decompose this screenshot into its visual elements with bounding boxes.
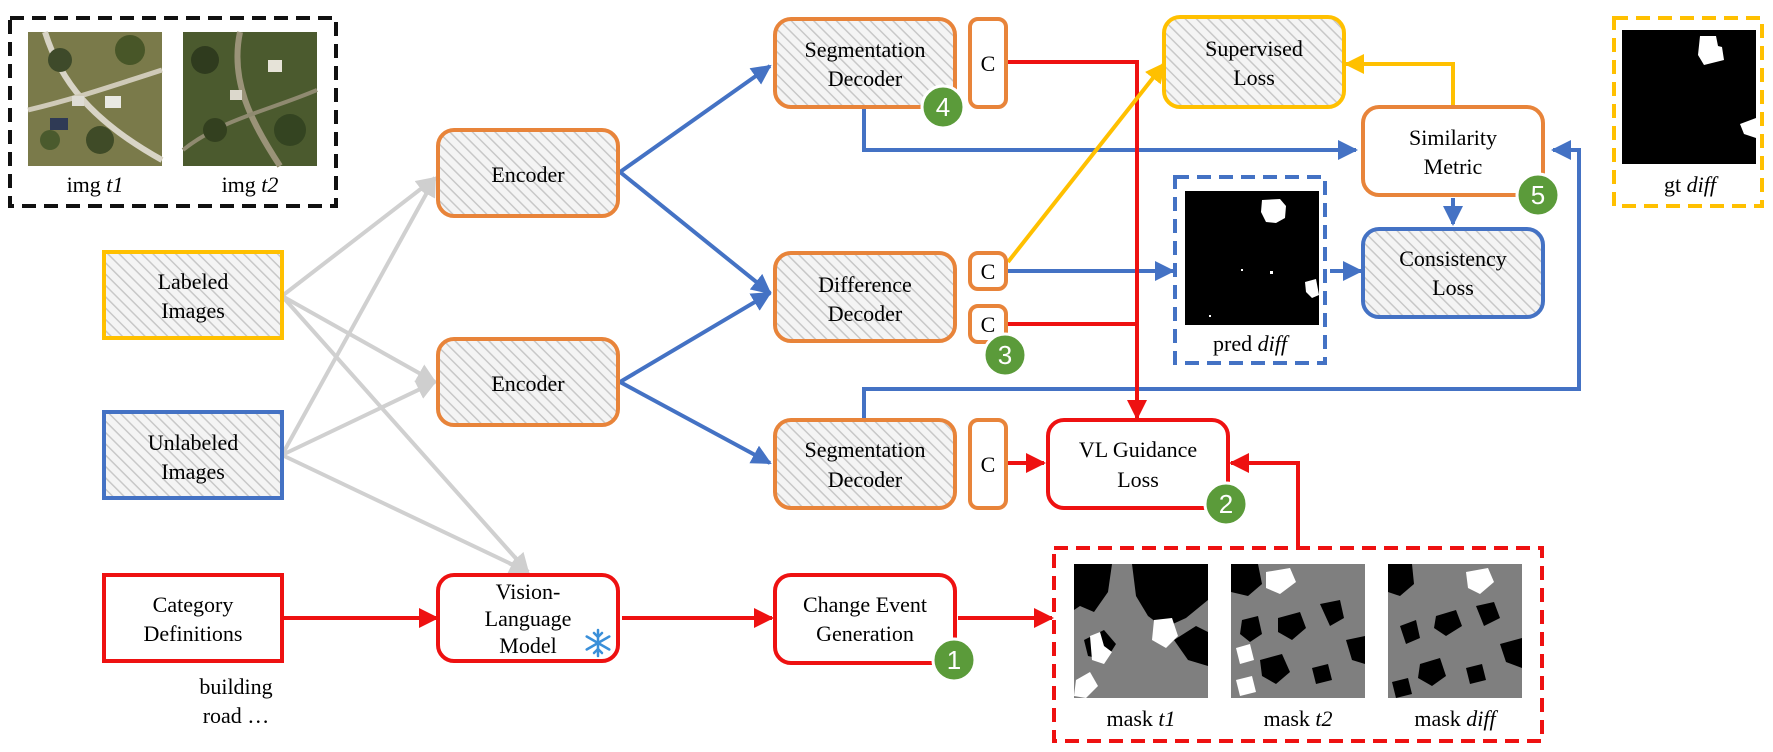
unlabeled-images-box: Unlabeled Images — [102, 410, 284, 500]
consistency-loss: Consistency Loss — [1361, 227, 1545, 319]
difference-decoder: Difference Decoder — [773, 251, 957, 343]
image-t2-label: img t2 — [222, 172, 279, 197]
supervised-loss-line1: Supervised — [1205, 36, 1303, 61]
step-badge-4-label: 4 — [936, 92, 950, 122]
mask-t2 — [1231, 564, 1365, 698]
category-example-building: building — [199, 674, 272, 699]
seg-decoder-top-line1: Segmentation — [805, 37, 926, 62]
gray-input-arrows — [280, 176, 530, 574]
vlm-line2: Language — [485, 606, 572, 631]
step-badge-1: 1 — [931, 637, 977, 683]
concat-top: C — [968, 17, 1008, 109]
category-definitions-line1: Category — [153, 592, 234, 617]
change-event-line2: Generation — [816, 621, 914, 646]
step-badge-3: 3 — [982, 332, 1028, 378]
concat-diff-lower-label: C — [981, 312, 996, 337]
gt-diff-mask — [1622, 30, 1756, 164]
vlm-line3: Model — [499, 633, 556, 658]
blue-arrows — [618, 64, 1581, 465]
vision-language-model: Vision- Language Model — [436, 573, 620, 663]
change-event-line1: Change Event — [803, 592, 927, 617]
concat-diff-upper: C — [968, 251, 1008, 291]
image-pair-panel: img t1 img t2 — [8, 16, 338, 208]
diff-decoder-line1: Difference — [818, 272, 912, 297]
mask-diff — [1388, 564, 1522, 698]
vl-guidance-loss: VL Guidance Loss — [1046, 418, 1230, 510]
consistency-loss-line2: Loss — [1432, 275, 1474, 300]
image-t1 — [27, 31, 164, 166]
concat-bottom: C — [968, 418, 1008, 510]
image-t2 — [181, 31, 318, 168]
vlm-line1: Vision- — [496, 579, 561, 604]
encoder-bottom-label: Encoder — [491, 371, 565, 396]
supervised-loss: Supervised Loss — [1162, 15, 1346, 109]
category-definitions-box: Category Definitions — [102, 573, 284, 663]
unlabeled-images-line1: Unlabeled — [148, 430, 238, 455]
encoder-bottom: Encoder — [436, 337, 620, 427]
concat-diff-upper-label: C — [981, 259, 996, 284]
step-badge-5: 5 — [1515, 172, 1561, 218]
change-masks-panel: mask t1 mask t2 mask diff — [1052, 546, 1544, 743]
similarity-metric-line2: Metric — [1424, 154, 1483, 179]
labeled-images-line1: Labeled — [158, 269, 229, 294]
step-badge-4: 4 — [920, 84, 966, 130]
pred-diff-label: pred diff — [1213, 331, 1290, 356]
unlabeled-images-line2: Images — [161, 459, 225, 484]
seg-decoder-bottom-line2: Decoder — [828, 467, 903, 492]
segmentation-decoder-top: Segmentation Decoder — [773, 17, 957, 109]
gt-diff-label: gt diff — [1664, 172, 1719, 197]
segmentation-decoder-bottom: Segmentation Decoder — [773, 418, 957, 510]
mask-t2-label: mask t2 — [1263, 706, 1332, 731]
consistency-loss-line1: Consistency — [1399, 246, 1507, 271]
image-t1-label: img t1 — [67, 172, 124, 197]
step-badge-2: 2 — [1203, 481, 1249, 527]
supervised-loss-line2: Loss — [1233, 65, 1275, 90]
concat-bottom-label: C — [981, 452, 996, 477]
mask-t1 — [1074, 564, 1208, 698]
seg-decoder-bottom-line1: Segmentation — [805, 437, 926, 462]
frozen-snowflake-icon — [585, 628, 611, 658]
step-badge-3-label: 3 — [998, 340, 1012, 370]
step-badge-5-label: 5 — [1531, 180, 1545, 210]
red-arrows — [282, 60, 1300, 628]
labeled-images-line2: Images — [161, 298, 225, 323]
gt-diff-panel: gt diff — [1612, 16, 1764, 208]
concat-top-label: C — [981, 51, 996, 76]
diff-decoder-line2: Decoder — [828, 301, 903, 326]
mask-diff-label: mask diff — [1414, 706, 1498, 731]
similarity-metric-line1: Similarity — [1409, 125, 1497, 150]
step-badge-1-label: 1 — [947, 645, 961, 675]
change-event-generation: Change Event Generation — [773, 573, 957, 665]
step-badge-2-label: 2 — [1219, 489, 1233, 519]
pred-diff-panel: pred diff — [1173, 175, 1327, 365]
category-definitions-line2: Definitions — [144, 621, 243, 646]
category-example-road: road … — [203, 703, 270, 728]
seg-decoder-top-line2: Decoder — [828, 66, 903, 91]
pred-diff-mask — [1185, 191, 1319, 325]
vl-guidance-loss-line1: VL Guidance — [1079, 437, 1197, 462]
vl-guidance-loss-line2: Loss — [1117, 467, 1159, 492]
encoder-top: Encoder — [436, 128, 620, 218]
similarity-metric: Similarity Metric — [1361, 105, 1545, 197]
mask-t1-label: mask t1 — [1106, 706, 1175, 731]
encoder-top-label: Encoder — [491, 162, 565, 187]
gold-arrows — [1006, 54, 1455, 264]
labeled-images-box: Labeled Images — [102, 250, 284, 340]
